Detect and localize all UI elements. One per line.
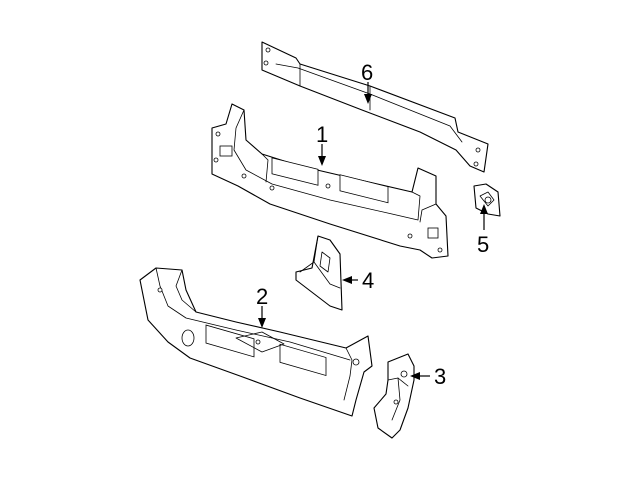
leader-lines [258,82,488,380]
callout-1: 1 [316,122,328,147]
part-4-bracket [295,235,343,311]
callout-6: 6 [361,60,373,85]
part-5-bracket [473,183,501,217]
part-1-rear-panel [211,103,449,259]
callout-4: 4 [362,268,374,293]
callout-2: 2 [256,284,268,309]
part-6-upper-rail [261,41,489,173]
arrowhead-3 [410,372,420,380]
part-2-lower-reinforcement [139,267,373,417]
callout-5: 5 [477,232,489,257]
arrowhead-2 [258,318,266,328]
part-3-bracket [373,353,415,439]
arrowhead-1 [318,156,326,166]
callout-3: 3 [434,364,446,389]
arrowhead-6 [364,94,372,104]
callout-labels: 1 2 3 4 5 6 [256,60,489,389]
arrowhead-5 [480,204,488,214]
arrowhead-4 [342,276,352,284]
